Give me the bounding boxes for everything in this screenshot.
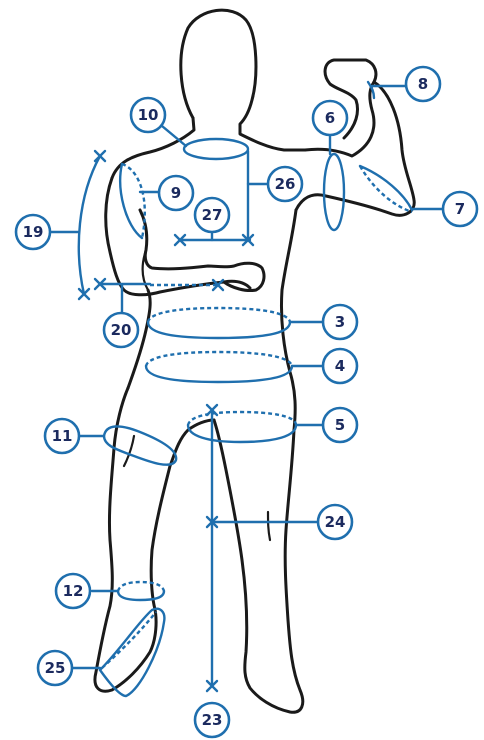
badge-9: 9 <box>159 176 193 210</box>
badge-20-label: 20 <box>111 321 132 339</box>
badge-26: 26 <box>268 167 302 201</box>
knee-left-mark <box>124 436 134 466</box>
ankle-front <box>118 591 164 600</box>
badge-27-label: 27 <box>202 206 223 224</box>
knee-right-mark <box>268 512 270 540</box>
badge-12: 12 <box>56 574 90 608</box>
waist-back <box>148 308 290 322</box>
badge-6-label: 6 <box>325 109 335 127</box>
torso-right <box>281 210 296 430</box>
thigh-right-back <box>188 412 296 425</box>
head-outline <box>181 10 305 150</box>
badge-10: 10 <box>131 98 165 132</box>
badge-7-label: 7 <box>455 200 465 218</box>
badge-26-label: 26 <box>275 175 296 193</box>
badge-19-label: 19 <box>23 223 44 241</box>
badge-23: 23 <box>195 703 229 737</box>
badge-25-label: 25 <box>45 659 66 677</box>
badge-23-label: 23 <box>202 711 223 729</box>
badge-12-label: 12 <box>63 582 84 600</box>
ankle-back <box>118 582 164 591</box>
badge-24-label: 24 <box>325 513 346 531</box>
waist-front <box>148 322 290 338</box>
badge-3: 3 <box>323 305 357 339</box>
badge-11: 11 <box>45 419 79 453</box>
badge-8-label: 8 <box>418 75 428 93</box>
badge-4-label: 4 <box>335 357 345 375</box>
badge-24: 24 <box>318 505 352 539</box>
hip-front <box>146 366 292 382</box>
neck-circumference <box>184 139 248 159</box>
leg-right-outer <box>214 420 303 712</box>
badge-6: 6 <box>313 101 347 135</box>
badge-25: 25 <box>38 651 72 685</box>
upper-arm-circumference <box>120 164 142 238</box>
badge-4: 4 <box>323 349 357 383</box>
arm-length-curve <box>79 156 100 294</box>
elbow-circumference <box>360 166 412 210</box>
badge-10-label: 10 <box>138 106 159 124</box>
badge-27: 27 <box>195 198 229 232</box>
badge-8: 8 <box>406 67 440 101</box>
badge-3-label: 3 <box>335 313 345 331</box>
leg-left <box>95 388 214 691</box>
hip-back <box>146 352 292 366</box>
badge-7: 7 <box>443 192 477 226</box>
badge-11-label: 11 <box>52 427 73 445</box>
badge-20: 20 <box>104 313 138 347</box>
badge-5-label: 5 <box>335 416 345 434</box>
bicep-circumference <box>324 154 344 230</box>
cross-19-top <box>95 151 105 161</box>
badge-9-label: 9 <box>171 184 181 202</box>
thigh-right-front <box>188 425 296 442</box>
badge-5: 5 <box>323 408 357 442</box>
badge-19: 19 <box>16 215 50 249</box>
